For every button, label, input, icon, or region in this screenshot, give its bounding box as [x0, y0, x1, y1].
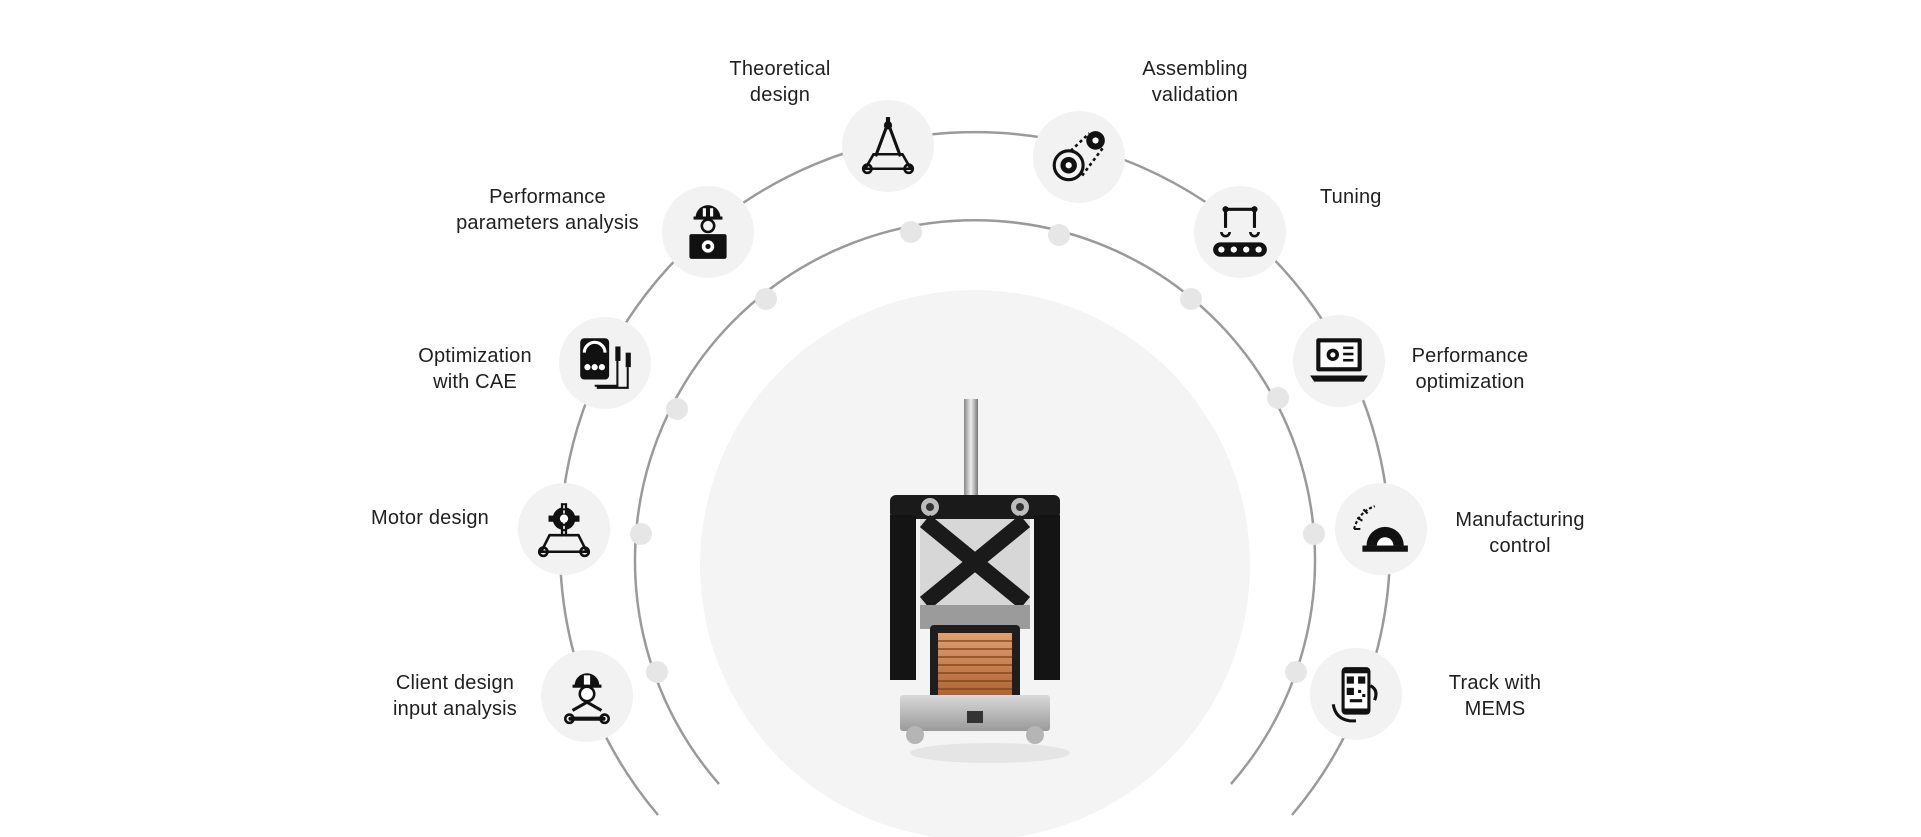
- step-tuning[interactable]: [1194, 186, 1286, 278]
- step-label-motor-design: Motor design: [370, 507, 489, 529]
- step-performance-parameters-analysis[interactable]: [662, 186, 754, 278]
- step-label-assembling-validation: Assembling validation: [1142, 58, 1248, 106]
- compass-blueprint-icon: [861, 117, 915, 175]
- step-assembling-validation[interactable]: [1033, 111, 1125, 203]
- ring-dot: [1285, 661, 1307, 683]
- step-label-performance-optimization: Performance optimization: [1411, 345, 1529, 393]
- step-label-client-design-input-analysis: Client design input analysis: [393, 672, 517, 720]
- ring-dot: [900, 221, 922, 243]
- multimeter-icon: [580, 338, 631, 389]
- belt-pulley-icon: [1052, 131, 1105, 182]
- step-label-tuning: Tuning: [1320, 186, 1382, 208]
- phone-qr-icon: [1331, 667, 1378, 723]
- inner-ring: [633, 219, 1317, 785]
- engineer-wrench-icon: [564, 673, 610, 725]
- engineer-laptop-icon: [689, 205, 727, 259]
- gear-blueprint-icon: [537, 500, 591, 558]
- ring-dot: [666, 398, 688, 420]
- ring-dot: [1303, 523, 1325, 545]
- ring-dot: [1180, 288, 1202, 310]
- step-label-optimization-with-cae: Optimization with CAE: [418, 345, 532, 393]
- ring-dot: [646, 661, 668, 683]
- ring-dot: [1048, 224, 1070, 246]
- step-optimization-with-cae[interactable]: [559, 317, 651, 409]
- laptop-settings-icon: [1310, 338, 1368, 382]
- step-label-theoretical-design: Theoretical design: [729, 58, 831, 106]
- step-performance-optimization[interactable]: [1293, 315, 1385, 407]
- conveyor-robot-icon: [1213, 206, 1267, 257]
- step-track-with-mems[interactable]: [1310, 648, 1402, 740]
- motor-illustration: [890, 399, 1070, 763]
- step-label-track-with-mems: Track with MEMS: [1448, 672, 1542, 720]
- protractor-icon: [1353, 505, 1408, 552]
- ring-dots: [630, 221, 1325, 683]
- step-theoretical-design[interactable]: [842, 100, 934, 192]
- ring-dot: [755, 288, 777, 310]
- step-label-performance-parameters-analysis: Performance parameters analysis: [456, 186, 639, 234]
- step-client-design-input-analysis[interactable]: [541, 650, 633, 742]
- step-label-manufacturing-control: Manufacturing control: [1455, 509, 1585, 557]
- step-motor-design[interactable]: [518, 483, 610, 575]
- step-manufacturing-control[interactable]: [1335, 483, 1427, 575]
- ring-dot: [630, 523, 652, 545]
- ring-dot: [1267, 387, 1289, 409]
